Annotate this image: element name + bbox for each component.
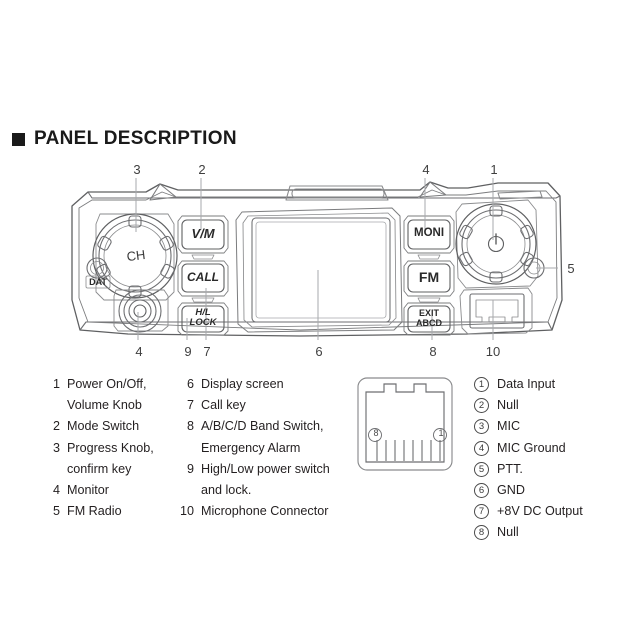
- callout-10-bottom: 10: [485, 344, 501, 359]
- button-call-label[interactable]: CALL: [187, 270, 219, 284]
- pin-label: GND: [497, 483, 525, 498]
- callout-4-top: 4: [422, 162, 430, 177]
- legend-column-left: 1 Power On/Off, Volume Knob 2 Mode Switc…: [38, 374, 188, 522]
- legend-label: Microphone Connector: [201, 504, 329, 519]
- list-item: 5 FM Radio: [38, 501, 188, 522]
- legend-label: FM Radio: [67, 504, 122, 519]
- pin-number-circle: 8: [474, 525, 489, 541]
- callout-2-top: 2: [198, 162, 206, 177]
- pin-number-circle: 6: [474, 483, 489, 499]
- legend-number: 10: [179, 504, 194, 519]
- legend-label: High/Low power switch: [201, 461, 330, 476]
- list-item: 1 Data Input: [474, 374, 634, 395]
- pin-label: MIC Ground: [497, 440, 566, 455]
- callout-9-bottom: 9: [184, 344, 192, 359]
- legend-label: Progress Knob,: [67, 440, 154, 455]
- pin-number-circle: 4: [474, 440, 489, 456]
- legend-number: 4: [52, 483, 60, 498]
- pin-number-circle: 7: [474, 504, 489, 520]
- pin-label: MIC: [497, 419, 521, 434]
- connector-pin-8-label: 8: [373, 428, 379, 438]
- list-item: 6 Display screen: [172, 374, 342, 395]
- legend-number: 1: [52, 377, 60, 391]
- list-item: 4 MIC Ground: [474, 438, 634, 459]
- legend-column-middle: 6 Display screen 7 Call key 8 A/B/C/D Ba…: [172, 374, 342, 522]
- legend-number: 6: [186, 377, 194, 391]
- legend-number: 2: [52, 419, 60, 434]
- legend-number: 7: [186, 398, 194, 413]
- list-item: 9 High/Low power switch: [172, 459, 342, 480]
- list-item: 7 +8V DC Output: [474, 501, 634, 522]
- list-item: 8 A/B/C/D Band Switch,: [172, 416, 342, 437]
- legend-number: 8: [186, 419, 194, 434]
- legend-label: Power On/Off,: [67, 377, 147, 391]
- data-port-label: DAT: [89, 277, 107, 287]
- button-exit-label-line2[interactable]: ABCD: [416, 318, 442, 328]
- legend-number: 5: [52, 504, 60, 519]
- legend-number: 3: [52, 440, 60, 455]
- callout-6-bottom: 6: [315, 344, 323, 359]
- list-item: 4 Monitor: [38, 480, 188, 501]
- pin-number-circle: 3: [474, 419, 489, 435]
- connector-pin-1-label: 1: [438, 428, 444, 438]
- callout-5-side: 5: [567, 261, 575, 276]
- pin-number-circle: 1: [474, 377, 489, 392]
- legend-label: Monitor: [67, 483, 109, 498]
- page-title-text: PANEL DESCRIPTION: [34, 128, 237, 149]
- callout-8-bottom: 8: [429, 344, 437, 359]
- list-item: 10 Microphone Connector: [172, 501, 342, 522]
- callout-7-bottom: 7: [203, 344, 211, 359]
- list-item: 2 Null: [474, 395, 634, 416]
- list-item: 2 Mode Switch: [38, 416, 188, 437]
- pin-label: PTT.: [497, 461, 523, 476]
- list-item: 5 PTT.: [474, 459, 634, 480]
- legend-label: Display screen: [201, 377, 284, 391]
- list-item: 3 Progress Knob,: [38, 438, 188, 459]
- pin-label: +8V DC Output: [497, 504, 583, 519]
- callout-1-top: 1: [490, 162, 498, 177]
- list-item: 1 Power On/Off,: [38, 374, 188, 395]
- pin-number-circle: 2: [474, 398, 489, 414]
- list-item: 8 Null: [474, 522, 634, 543]
- button-moni-label[interactable]: MONI: [413, 227, 445, 239]
- legend-column-pinout: 1 Data Input 2 Null 3 MIC 4 MIC Ground 5…: [474, 374, 634, 544]
- button-vm-label[interactable]: V/M: [191, 226, 215, 241]
- button-hl-label-line1[interactable]: H/L: [195, 307, 211, 318]
- black-square-bullet-icon: [12, 132, 25, 146]
- legend-label-continued: Emergency Alarm: [201, 440, 301, 455]
- list-item: 3 MIC: [474, 416, 634, 437]
- legend-number: 9: [186, 461, 194, 476]
- legend-label-continued: Volume Knob: [67, 398, 142, 413]
- legend-label-continued: and lock.: [201, 483, 252, 498]
- button-fm-label[interactable]: FM: [418, 269, 440, 285]
- list-item: 6 GND: [474, 480, 634, 501]
- pin-label: Data Input: [497, 377, 556, 391]
- legend-label-continued: confirm key: [67, 461, 132, 476]
- callout-4-bottom: 4: [135, 344, 143, 359]
- pin-label: Null: [497, 525, 519, 540]
- list-item: 7 Call key: [172, 395, 342, 416]
- legend-label: Call key: [201, 398, 246, 413]
- pin-number-circle: 5: [474, 461, 489, 477]
- page-title: PANEL DESCRIPTION: [12, 128, 237, 150]
- pin-label: Null: [497, 398, 519, 413]
- button-exit-label-line1[interactable]: EXIT: [418, 308, 439, 318]
- callout-3-top: 3: [133, 162, 141, 177]
- legend-label: A/B/C/D Band Switch,: [201, 419, 324, 434]
- button-hl-label-line2[interactable]: LOCK: [189, 317, 217, 328]
- legend-label: Mode Switch: [67, 419, 140, 434]
